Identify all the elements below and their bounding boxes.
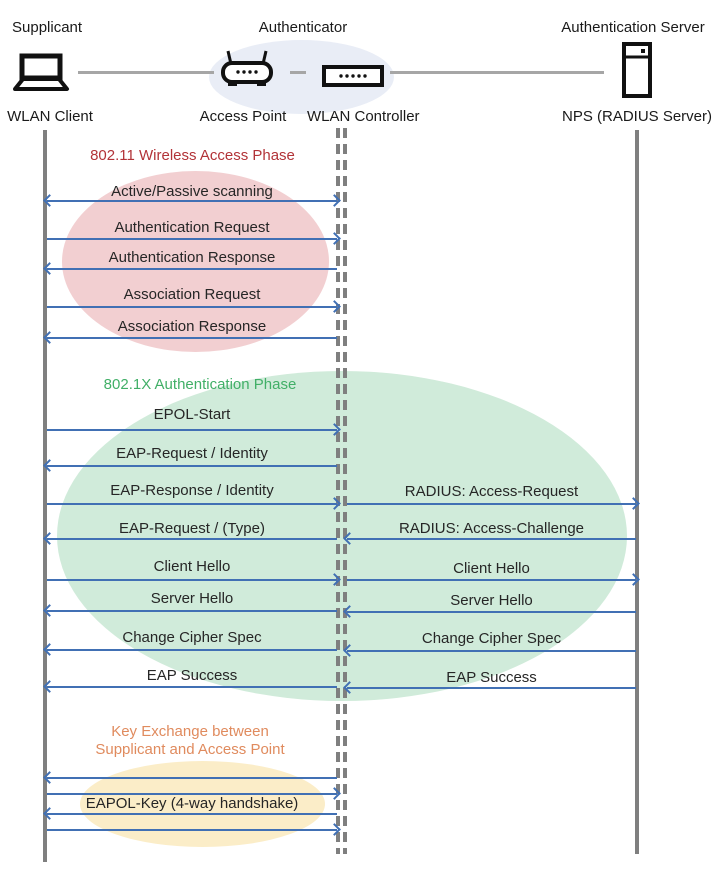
message-label: RADIUS: Access-Challenge [398,520,585,537]
role-label-authentication-server: Authentication Server [561,19,705,36]
phase1-title: 802.11 Wireless Access Phase [90,147,295,164]
arrow-client-hello-right [347,572,640,586]
arrow-eapol-key-2 [47,786,341,800]
message-label: Change Cipher Spec [421,630,562,647]
arrow-client-hello-left [47,572,341,586]
caption-wlan-controller: WLAN Controller [307,108,420,125]
message-label: Client Hello [153,558,231,575]
message-label: RADIUS: Access-Request [404,483,579,500]
access-point-lifeline [336,128,340,854]
phase3-title-line2: Supplicant and Access Point [95,741,285,758]
phase2-title: 802.1X Authentication Phase [103,376,297,393]
arrow-active-passive-scanning [43,193,341,207]
arrow-association-response [43,330,337,344]
arrow-authentication-response [43,261,337,275]
message-label: EAPOL-Key (4-way handshake) [85,795,299,812]
message-label: Server Hello [150,590,234,607]
caption-access-point: Access Point [199,108,287,125]
arrow-change-cipher-spec-left [43,642,337,656]
arrow-eapol-key-3 [43,806,337,820]
arrow-eap-request-type [43,531,337,545]
message-label: Association Response [117,318,267,335]
message-label: EAP-Response / Identity [110,482,274,499]
arrow-eapol-key-4 [47,822,341,836]
role-label-authenticator: Authenticator [258,19,348,36]
phase2-ellipse [57,371,627,701]
phase3-title-line1: Key Exchange between [111,723,269,740]
message-label: EAP-Request / Identity [116,445,268,462]
arrow-association-request [47,299,341,313]
phase3-ellipse [80,761,325,847]
arrow-eap-response-identity [47,496,341,510]
arrow-server-hello-right [343,604,636,618]
arrow-epol-start [47,422,341,436]
message-label: EAP-Request / (Type) [119,520,265,537]
server-icon [622,42,652,98]
message-label: Server Hello [450,592,533,609]
message-label: Active/Passive scanning [111,183,273,200]
connector-client-ap [78,71,214,74]
message-label: Client Hello [453,560,530,577]
caption-wlan-client: WLAN Client [7,108,93,125]
message-label: EAP Success [446,669,537,686]
arrow-eap-request-identity [43,458,337,472]
arrow-eap-success-left [43,679,337,693]
message-label: Change Cipher Spec [122,629,262,646]
arrow-eapol-key-1 [43,770,337,784]
wlan-controller-icon [322,65,384,87]
connector-ap-controller [290,71,306,74]
wlan-controller-lifeline [343,128,347,854]
caption-nps-radius-server: NPS (RADIUS Server) [561,108,713,125]
message-label: Authentication Response [108,249,276,266]
connector-controller-server [390,71,604,74]
role-label-supplicant: Supplicant [12,19,83,36]
message-label: EAP Success [146,667,238,684]
message-label: Association Request [123,286,261,303]
supplicant-lifeline [43,130,47,862]
arrow-server-hello-left [43,603,337,617]
arrow-change-cipher-spec-right [343,643,636,657]
laptop-icon [13,53,69,91]
message-label: EPOL-Start [153,406,231,423]
access-point-icon [221,50,273,86]
arrow-authentication-request [47,231,341,245]
radius-server-lifeline [635,130,639,854]
arrow-radius-access-request [347,496,640,510]
arrow-eap-success-right [343,680,636,694]
arrow-radius-access-challenge [343,531,636,545]
message-label: Authentication Request [114,219,270,236]
